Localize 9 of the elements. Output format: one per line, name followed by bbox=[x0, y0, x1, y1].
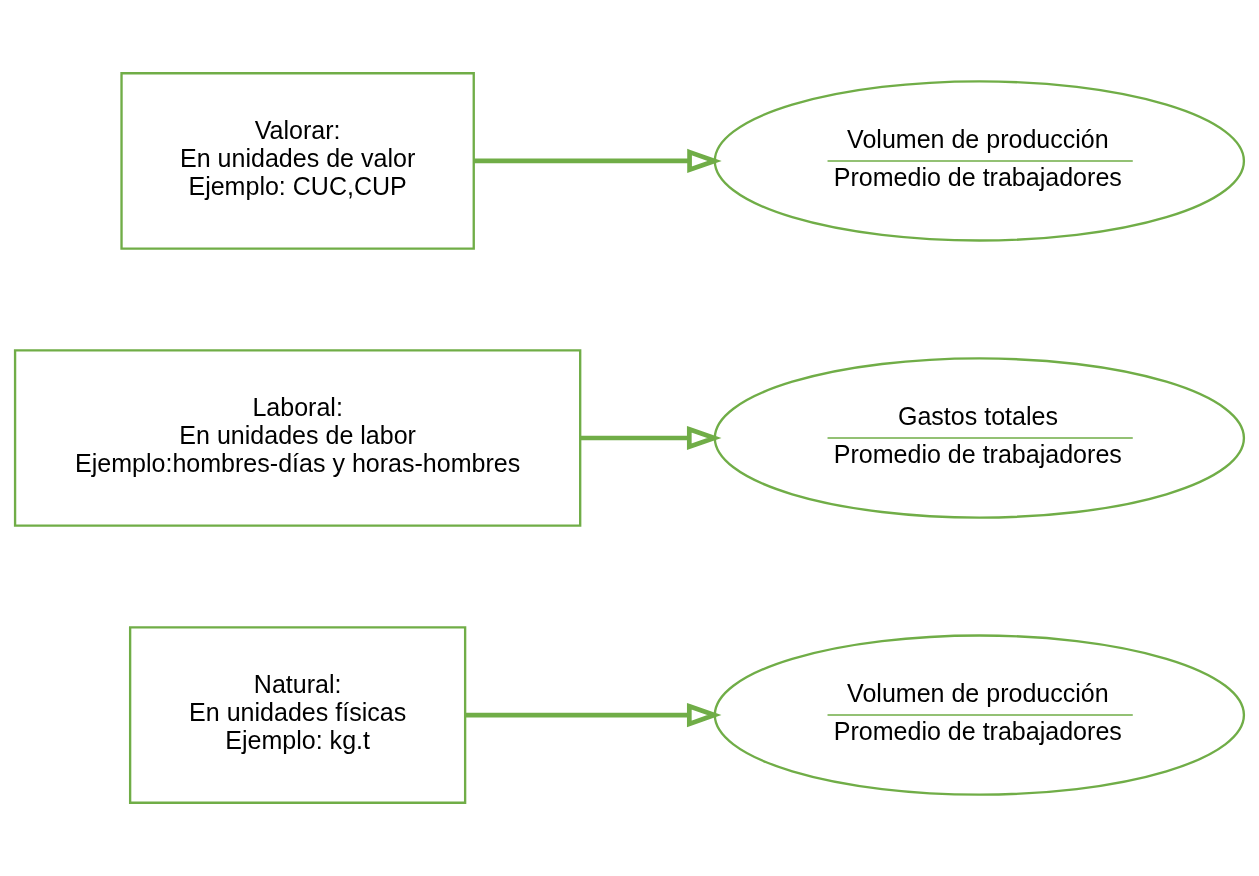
node-box: Laboral: En unidades de labor Ejemplo:hombres-días y horas-hombres bbox=[13, 349, 582, 527]
node-box: Valorar: En unidades de valor Ejemplo: CUC,CUP bbox=[120, 72, 475, 250]
node-ellipse: Volumen de producción Promedio de trabajadores bbox=[713, 634, 1246, 796]
node-ellipse: Gastos totales Promedio de trabajadores bbox=[713, 357, 1246, 519]
node-ellipse: Volumen de producción Promedio de trabajadores bbox=[713, 80, 1246, 242]
arrow bbox=[465, 703, 722, 728]
arrow bbox=[473, 148, 722, 173]
arrow bbox=[580, 425, 722, 451]
node-box: Natural: En unidades físicas Ejemplo: kg.t bbox=[128, 626, 467, 804]
